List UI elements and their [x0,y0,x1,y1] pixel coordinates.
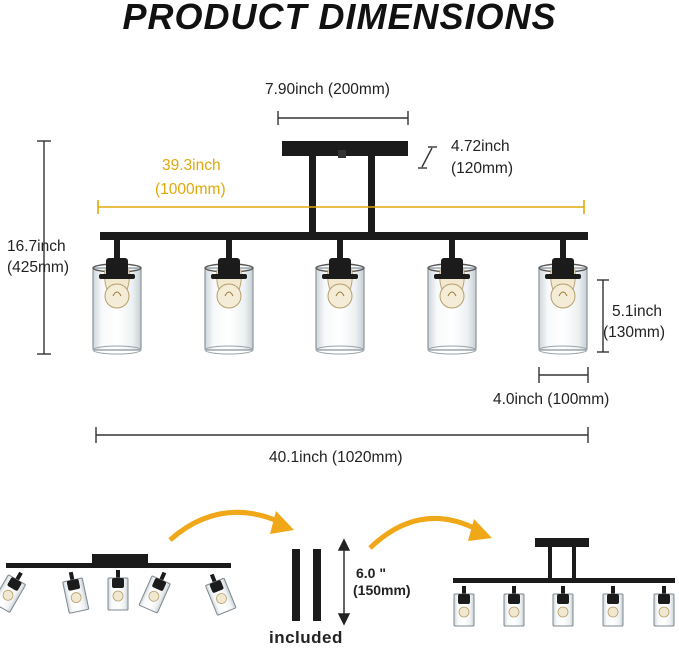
canopy-width-label: 7.90inch (200mm) [265,81,390,98]
down-rods [309,156,375,234]
total-length-label: 40.1inch (1020mm) [269,449,403,466]
shade-height-line [597,279,609,353]
lamp-heads [92,239,588,355]
arrow-to-rods [168,509,294,542]
shade-width-label: 4.0inch (100mm) [493,391,610,408]
shade-width-line [538,367,589,383]
bar-length-inch-label: 39.3inch [162,157,221,174]
canopy-depth-line [418,146,437,169]
total-length-line [95,427,589,443]
total-height-mm-label: (425mm) [7,259,70,276]
total-height-inch-label: 16.7inch [7,238,66,255]
canopy [282,141,408,158]
rod-length-inch-label: 6.0 " [356,565,386,581]
bar-length-mm-label: (1000mm) [155,181,226,198]
included-label: included [269,628,343,647]
page-title: PRODUCT DIMENSIONS [122,0,557,37]
shade-height-mm-label: (130mm) [603,324,666,341]
fixture-tall-version [453,538,675,627]
canopy-depth-mm-label: (120mm) [451,160,514,177]
shade-height-inch-label: 5.1inch [612,303,662,320]
rod-length-mm-label: (150mm) [353,582,411,598]
extension-rods [292,549,321,621]
rod-length-line [337,538,351,626]
fixture-short-version [0,554,237,616]
arrow-to-tall-version [368,516,492,550]
bar-length-line [97,200,585,214]
mounting-bar [100,232,588,240]
total-height-line [37,140,51,355]
canopy-depth-inch-label: 4.72inch [451,138,510,155]
canopy-width-line [277,111,409,125]
